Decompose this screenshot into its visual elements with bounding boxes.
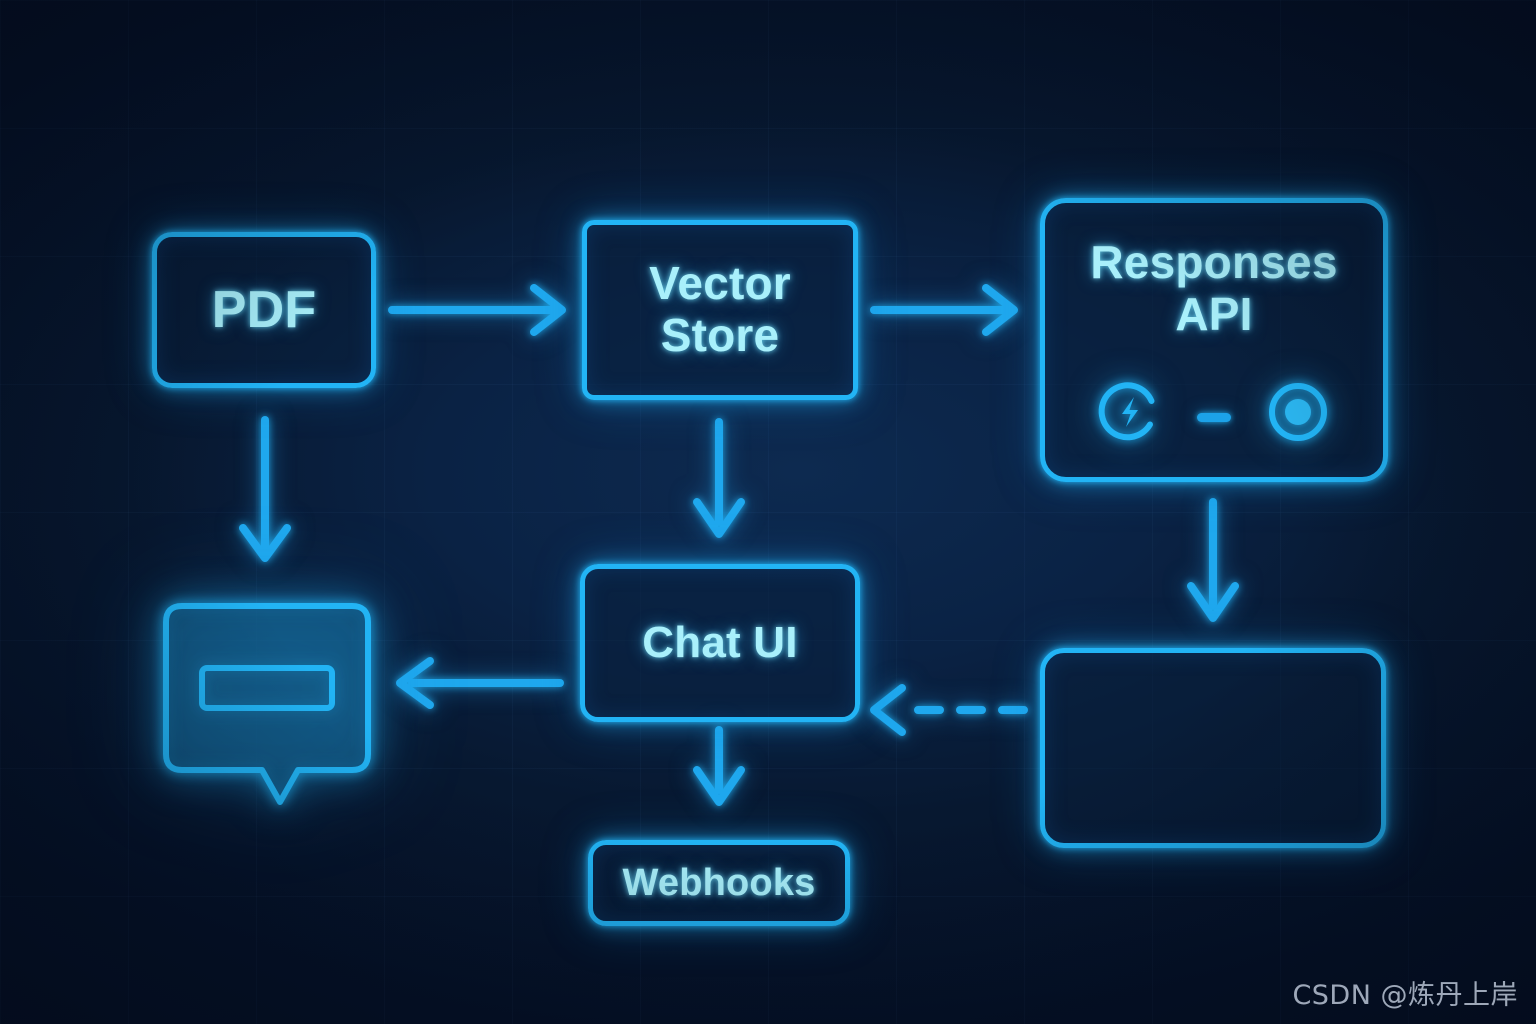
node-empty-placeholder[interactable] xyxy=(1040,648,1386,848)
node-chat-ui[interactable]: Chat UI xyxy=(580,564,860,722)
arrow-vector-to-chat xyxy=(693,418,745,538)
arrow-api-to-empty xyxy=(1187,498,1239,622)
arrow-chat-to-webhooks xyxy=(693,726,745,806)
node-pdf[interactable]: PDF xyxy=(152,232,376,388)
arrow-pdf-to-bubble xyxy=(239,416,291,562)
node-responses-api-title: Responses API xyxy=(1090,236,1338,340)
node-pdf-label: PDF xyxy=(211,280,317,339)
node-chat-ui-label: Chat UI xyxy=(642,618,798,668)
node-responses-api-icon-row xyxy=(1045,375,1383,460)
arrow-pdf-to-vector xyxy=(388,284,566,336)
node-webhooks-label: Webhooks xyxy=(622,861,816,904)
node-vector-store[interactable]: Vector Store xyxy=(582,220,858,400)
arrow-empty-to-chat-dashed xyxy=(870,684,1028,736)
node-responses-api-label-line2: API xyxy=(1175,287,1253,340)
node-responses-api-label-line1: Responses xyxy=(1090,236,1338,288)
node-vector-store-label-line1: Vector xyxy=(649,257,791,310)
node-responses-api[interactable]: Responses API xyxy=(1040,198,1388,482)
node-vector-store-label-line2: Store xyxy=(660,309,780,361)
watermark-text: CSDN @炼丹上岸 xyxy=(1292,980,1518,1011)
connector-dash-icon xyxy=(1197,412,1231,422)
filled-dot-in-ring-icon xyxy=(1261,375,1335,460)
arrow-vector-to-api xyxy=(870,284,1018,336)
node-message-bubble[interactable] xyxy=(150,600,384,814)
lightning-bolt-in-broken-circle-icon xyxy=(1093,375,1167,460)
node-webhooks[interactable]: Webhooks xyxy=(588,840,850,926)
arrow-chat-to-bubble xyxy=(396,657,564,709)
